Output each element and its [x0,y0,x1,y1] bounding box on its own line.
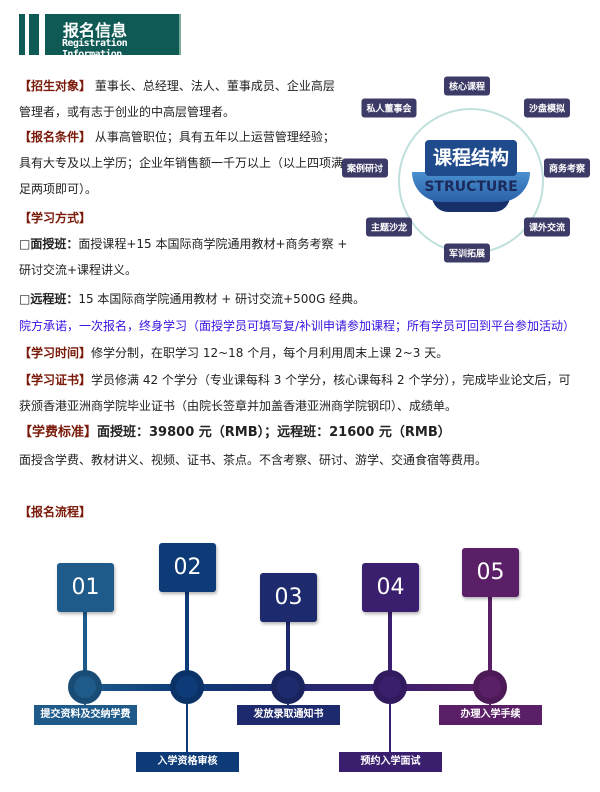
step-label: 入学资格审核 [136,752,239,772]
time-text: 修学分制，在职学习 12~18 个月，每个月利用周末上课 2~3 天。 [91,346,449,360]
step-label: 发放录取通知书 [237,705,340,725]
step-stem [488,597,492,674]
structure-item: 商务考察 [543,158,591,178]
step-number: 03 [260,573,317,622]
cond-text: 从事高管职位；具有五年以上运营管理经验； [91,130,335,144]
step-connector [389,704,391,752]
step-stem [388,612,392,674]
fee-text: 面授班：39800 元（RMB）；远程班：21600 元（RMB） [97,425,451,440]
step-connector [84,704,86,705]
structure-item: 私人董事会 [361,98,417,118]
header-subtitle: Registration Information [62,38,128,60]
fee-note: 面授含学费、教材讲义、视频、证书、茶点。不含考察、研讨、游学、交通食宿等费用。 [19,453,488,467]
time-label: 【学习时间】 [19,346,92,360]
fee-label: 【学费标准】 [19,425,98,440]
cert-line: 【学习证书】学员修满 42 个学分（专业课每科 3 个学分，核心课每科 2 个学… [19,372,570,388]
mode-label: 【学习方式】 [19,211,92,225]
cert-text-cont: 获颁香港亚洲商学院毕业证书（由院长签章并加盖香港亚洲商学院钢印）、成绩单。 [19,399,458,413]
f2f-line: □面授班：面授课程+15 本国际商学院通用教材+商务考察 + [19,236,347,252]
structure-item: 核心课程 [443,76,491,96]
structure-item: 军训拓展 [443,243,491,263]
step-number: 05 [462,548,519,597]
target-label: 【招生对象】 [19,79,92,93]
target-line: 【招生对象】 董事长、总经理、法人、董事成员、企业高层 [19,78,335,94]
target-text-cont: 管理者，或有志于创业的中高层管理者。 [19,105,236,119]
target-text: 董事长、总经理、法人、董事成员、企业高层 [91,79,335,93]
step-stem [83,612,87,674]
f2f-label: □面授班： [19,237,79,251]
cond-text-cont: 具有大专及以上学历；企业年销售额一千万以上（以上四项满 [19,156,344,170]
header-bar-decoration [19,14,25,55]
step-connector [186,704,188,752]
header-title: 报名信息 [63,21,128,40]
step-number: 04 [362,563,419,612]
step-node [170,670,204,704]
time-line: 【学习时间】修学分制，在职学习 12~18 个月，每个月利用周末上课 2~3 天… [19,345,448,361]
step-connector [489,704,491,705]
cert-label: 【学习证书】 [19,373,92,387]
structure-title: 课程结构 [425,140,517,176]
remote-line: □远程班：15 本国际商学院通用教材 + 研讨交流+500G 经典。 [19,291,365,307]
cert-text: 学员修满 42 个学分（专业课每科 3 个学分，核心课每科 2 个学分），完成毕… [91,373,571,387]
structure-item: 主题沙龙 [365,217,413,237]
cond-label: 【报名条件】 [19,130,92,144]
step-number: 01 [57,563,114,612]
f2f-text-cont: 研讨交流+课程讲义。 [19,263,138,277]
structure-item: 案例研讨 [341,158,389,178]
remote-label: □远程班： [19,292,79,306]
remote-text: 15 本国际商学院通用教材 + 研讨交流+500G 经典。 [78,292,366,306]
step-stem [286,622,290,674]
step-node [271,670,305,704]
structure-item: 课外交流 [523,217,571,237]
step-node [473,670,507,704]
step-label: 办理入学手续 [439,705,542,725]
section-header: 报名信息 Registration Information [45,14,181,60]
step-label: 提交资料及交纳学费 [34,705,137,725]
cond-line: 【报名条件】 从事高管职位；具有五年以上运营管理经验； [19,129,335,145]
f2f-text: 面授课程+15 本国际商学院通用教材+商务考察 + [78,237,348,251]
structure-item: 沙盘模拟 [523,98,571,118]
step-node [373,670,407,704]
fee-line: 【学费标准】面授班：39800 元（RMB）；远程班：21600 元（RMB） [19,425,451,441]
step-node [68,670,102,704]
cond-text-cont2: 足两项即可）。 [19,182,98,196]
step-label: 预约入学面试 [339,752,442,772]
header-bar-decoration [29,14,39,55]
structure-subtitle: STRUCTURE [412,172,530,202]
promise-text: 院方承诺，一次报名，终身学习（面授学员可填写复/补训申请参加课程；所有学员可回到… [19,319,576,333]
process-label: 【报名流程】 [19,505,92,519]
step-connector [287,704,289,705]
step-number: 02 [159,543,216,592]
step-stem [185,592,189,674]
